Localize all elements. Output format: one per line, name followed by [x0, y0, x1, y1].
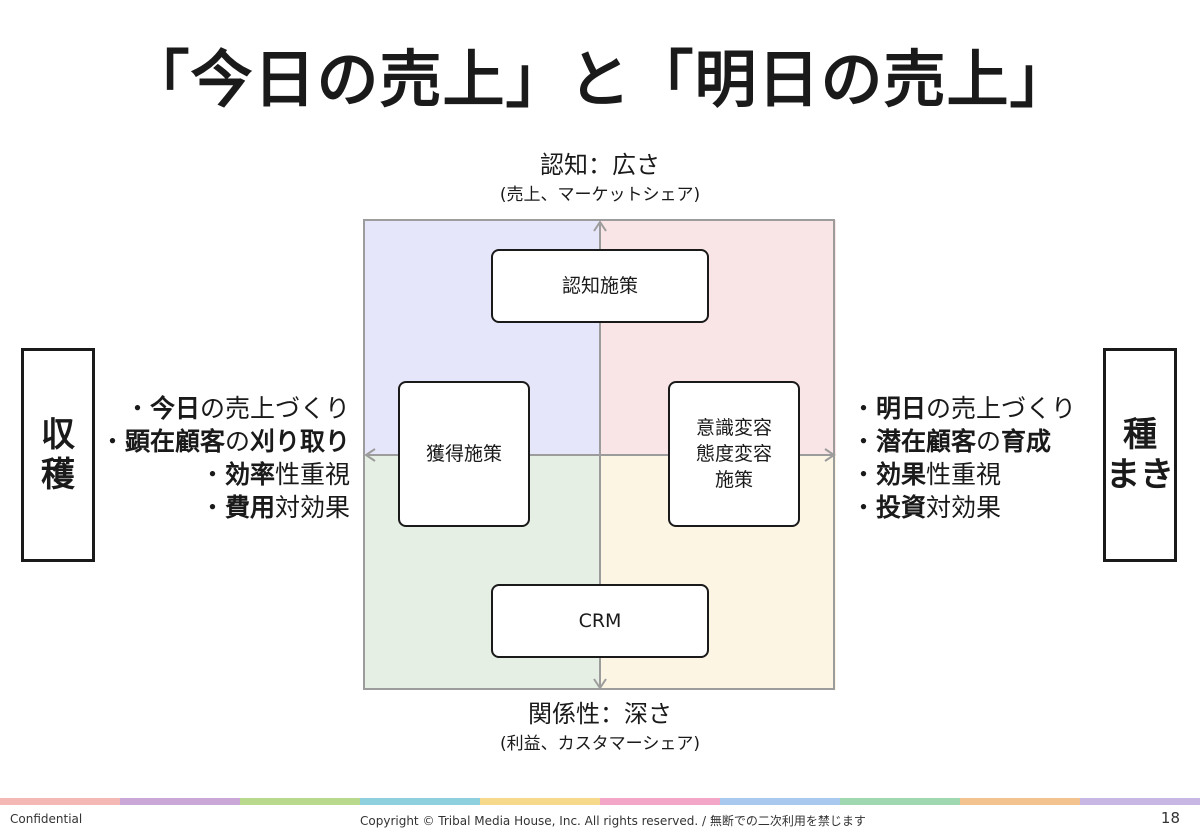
stripe-segment: [840, 798, 960, 805]
bullet-segment: 性重視: [274, 460, 350, 489]
bullet-line: ・潜在顧客の育成: [851, 425, 1076, 458]
bullet-line: ・投資対効果: [851, 491, 1076, 524]
stripe-segment: [600, 798, 720, 805]
stripe-segment: [1080, 798, 1200, 805]
harvest-bullet-list: ・今日の売上づくり・顕在顧客の刈り取り・効率性重視・費用対効果: [100, 392, 350, 524]
awareness-measures-box: 認知施策: [491, 249, 709, 323]
bullet-segment: の: [976, 427, 1002, 456]
stripe-segment: [0, 798, 120, 805]
bullet-line: ・効率性重視: [100, 458, 350, 491]
arrow-up-icon: [593, 220, 607, 232]
bullet-segment: 対効果: [274, 493, 350, 522]
page-number: 18: [1160, 809, 1180, 827]
confidential-label: Confidential: [10, 812, 83, 826]
bullet-segment: 今日: [149, 394, 200, 423]
bullet-segment: 効率: [224, 460, 275, 489]
footer-color-stripe: [0, 798, 1200, 805]
bullet-segment: ・: [199, 493, 225, 522]
bullet-segment: ・: [851, 460, 877, 489]
bullet-segment: ・: [851, 394, 877, 423]
bullet-line: ・今日の売上づくり: [100, 392, 350, 425]
acquisition-measures-label: 獲得施策: [425, 443, 502, 465]
harvest-box: 収 穫: [21, 348, 95, 562]
arrow-right-icon: [824, 448, 836, 462]
bullet-segment: 効果: [876, 460, 927, 489]
axis-top-label: 認知：広さ: [540, 151, 660, 179]
sowing-box: 種 まき: [1103, 348, 1177, 562]
attitude-change-measures-box: 意識変容 態度変容 施策: [668, 381, 800, 527]
bullet-segment: の: [224, 427, 250, 456]
crm-label: CRM: [578, 610, 622, 632]
arrow-left-icon: [364, 448, 376, 462]
bullet-segment: の売上づくり: [926, 394, 1077, 423]
bullet-segment: 費用: [224, 493, 275, 522]
stripe-segment: [360, 798, 480, 805]
awareness-measures-label: 認知施策: [561, 275, 638, 297]
stripe-segment: [480, 798, 600, 805]
bullet-segment: 顕在顧客: [124, 427, 225, 456]
axis-bottom-sublabel: (利益、カスタマーシェア): [500, 734, 700, 754]
bullet-segment: ・: [124, 394, 150, 423]
axis-top-sublabel: (売上、マーケットシェア): [499, 185, 701, 205]
bullet-segment: ・: [851, 427, 877, 456]
bullet-segment: ・: [99, 427, 125, 456]
sowing-bullet-list: ・明日の売上づくり・潜在顧客の育成・効果性重視・投資対効果: [851, 392, 1076, 524]
bullet-line: ・費用対効果: [100, 491, 350, 524]
axis-bottom-label: 関係性：深さ: [528, 700, 672, 728]
crm-box: CRM: [491, 584, 709, 658]
bullet-line: ・顕在顧客の刈り取り: [100, 425, 350, 458]
stripe-segment: [960, 798, 1080, 805]
bullet-segment: 性重視: [926, 460, 1002, 489]
bullet-segment: の売上づくり: [199, 394, 350, 423]
arrow-down-icon: [593, 678, 607, 690]
bullet-segment: 投資: [876, 493, 927, 522]
bullet-segment: 育成: [1001, 427, 1052, 456]
copyright-notice: Copyright © Tribal Media House, Inc. All…: [360, 814, 866, 828]
bullet-segment: 潜在顧客: [876, 427, 977, 456]
attitude-change-measures-label: 意識変容 態度変容 施策: [695, 417, 772, 491]
stripe-segment: [240, 798, 360, 805]
bullet-segment: ・: [199, 460, 225, 489]
stripe-segment: [120, 798, 240, 805]
bullet-segment: 明日: [876, 394, 927, 423]
stripe-segment: [720, 798, 840, 805]
bullet-segment: ・: [851, 493, 877, 522]
bullet-line: ・効果性重視: [851, 458, 1076, 491]
bullet-line: ・明日の売上づくり: [851, 392, 1076, 425]
slide-title: 「今日の売上」と「明日の売上」: [127, 43, 1073, 116]
bullet-segment: 刈り取り: [249, 427, 350, 456]
bullet-segment: 対効果: [926, 493, 1002, 522]
acquisition-measures-box: 獲得施策: [398, 381, 530, 527]
